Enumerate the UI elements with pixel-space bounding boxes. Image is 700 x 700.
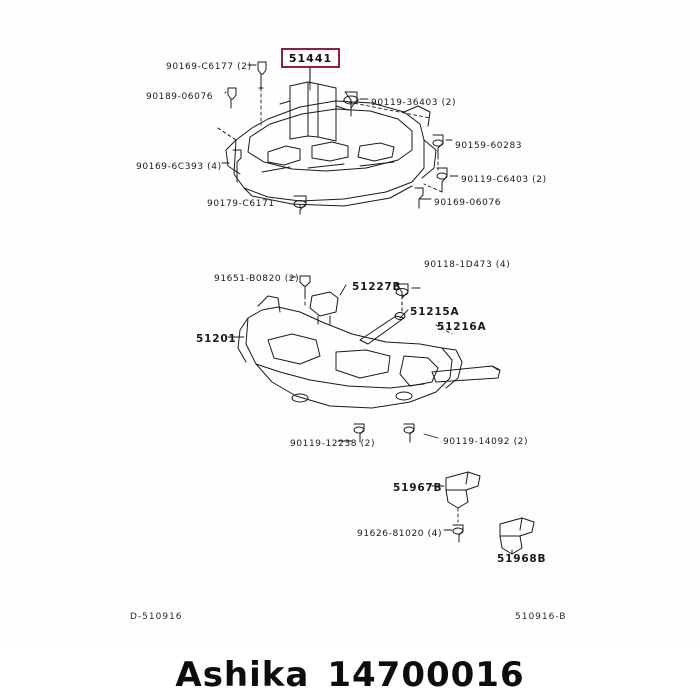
diagram-reference-right: 510916-B <box>515 612 567 622</box>
part-label: 90119-12238 (2) <box>290 439 376 449</box>
part-label: 90119-C6403 (2) <box>461 175 547 185</box>
lower-leader-lines <box>431 485 513 555</box>
brand-part-number: 14700016 <box>327 655 525 695</box>
part-label: 51227B <box>352 281 402 293</box>
brand-name: Ashika <box>175 655 310 695</box>
part-label: 90169-C6177 (2) <box>166 62 252 72</box>
part-label: 90189-06076 <box>146 92 214 102</box>
mid-assembly-art <box>237 291 501 409</box>
part-label: 91626-81020 (4) <box>357 529 443 539</box>
part-label: 90179-C6171 <box>207 199 275 209</box>
part-label: 90159-60283 <box>455 141 523 151</box>
part-label: 51967B <box>393 482 443 494</box>
part-label: 91651-B0820 (2) <box>214 274 300 284</box>
part-label: 90118-1D473 (4) <box>424 260 511 270</box>
part-label: 51201 <box>196 333 237 345</box>
upper-leader-lines <box>221 64 459 215</box>
diagram-artwork <box>217 61 535 555</box>
part-label: 51968B <box>497 553 547 565</box>
upper-assembly-art <box>217 81 437 207</box>
upper-fasteners <box>227 61 448 215</box>
part-label: 90169-6C393 (4) <box>136 162 222 172</box>
part-label: 90169-06076 <box>434 198 502 208</box>
part-label: 51215A <box>410 306 460 318</box>
mid-fasteners <box>299 275 415 443</box>
mid-leader-lines <box>227 276 453 443</box>
exploded-parts-diagram: 51441 90169-C6177 (2) 90189-06076 90119-… <box>130 48 567 622</box>
highlighted-part-box <box>281 48 340 68</box>
highlighted-part-number: 51441 <box>288 52 333 65</box>
lower-assembly-art <box>445 471 535 555</box>
part-label: 90119-14092 (2) <box>443 437 529 447</box>
part-label: 51216A <box>437 321 487 333</box>
diagram-reference-left: D-510916 <box>130 612 183 622</box>
brand-footer-bar: Ashika 14700016 <box>0 648 700 700</box>
part-label: 90119-36403 (2) <box>371 98 457 108</box>
